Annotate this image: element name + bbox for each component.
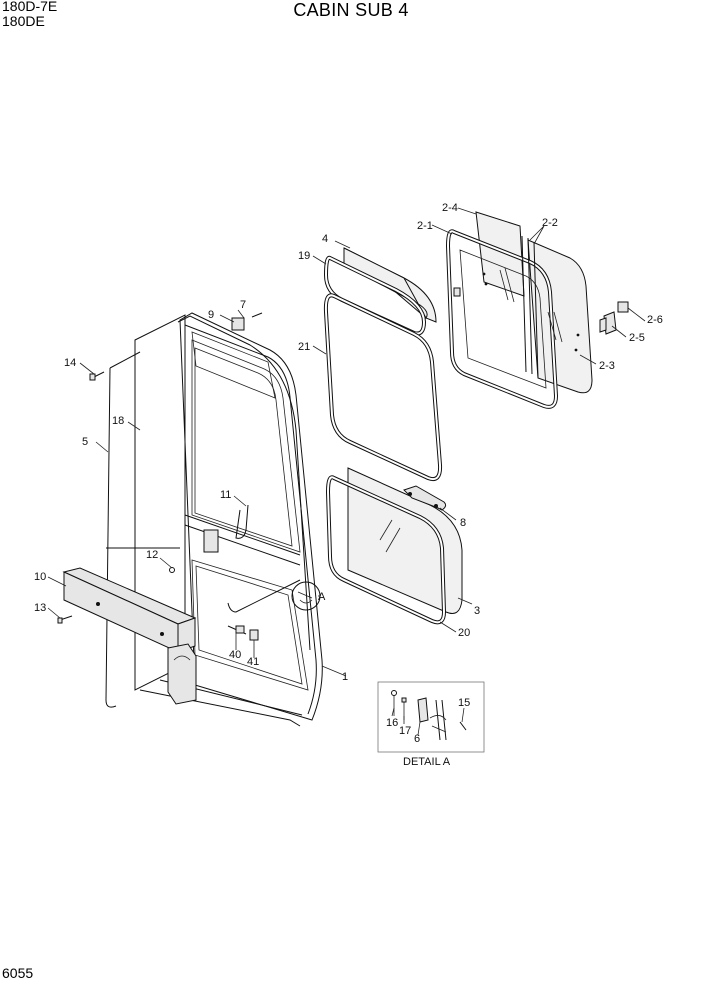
door-handle-panel (62, 567, 197, 653)
sliding-frame-2-1 (445, 229, 559, 409)
callout-16: 16 (386, 717, 398, 729)
callout-2-4: 2-4 (442, 202, 458, 214)
callout-15: 15 (458, 697, 470, 709)
door-frame (105, 312, 323, 727)
leader-lines (47, 207, 646, 736)
detail-a-marker: A (318, 591, 326, 603)
callout-1: 1 (342, 671, 348, 683)
callout-9: 9 (208, 309, 214, 321)
callout-2-5: 2-5 (629, 332, 645, 344)
callout-2-3: 2-3 (599, 360, 615, 372)
inner-handle-rod (235, 504, 249, 539)
window-latch-2-5 (599, 311, 617, 335)
callout-10: 10 (34, 571, 46, 583)
callout-12: 12 (146, 549, 158, 561)
frame-seal-21 (323, 293, 443, 482)
callout-40: 40 (229, 649, 241, 661)
callout-2-2: 2-2 (542, 217, 558, 229)
callout-41: 41 (247, 656, 259, 668)
callout-8: 8 (460, 517, 466, 529)
grip-handle-8 (403, 485, 447, 511)
callout-13: 13 (34, 602, 46, 614)
callout-20: 20 (458, 627, 470, 639)
detail-a-box (377, 681, 485, 753)
model-code-primary: 180D-7E (2, 0, 58, 14)
callout-4: 4 (322, 233, 328, 245)
detail-a-caption: DETAIL A (403, 756, 451, 768)
callout-7: 7 (240, 299, 246, 311)
latch-parts (227, 625, 259, 641)
sliding-glass-2-4 (475, 211, 525, 297)
lower-seal-20 (325, 475, 447, 625)
callout-2-6: 2-6 (647, 314, 663, 326)
door-pull-pocket (167, 643, 197, 705)
page-number: 6055 (2, 965, 34, 981)
callout-6: 6 (414, 733, 420, 745)
model-code-secondary: 180DE (2, 13, 45, 29)
page-title: CABIN SUB 4 (293, 0, 409, 20)
callout-19: 19 (298, 250, 310, 262)
callout-18: 18 (112, 415, 124, 427)
window-catch-2-6 (617, 301, 629, 313)
callout-3: 3 (474, 605, 480, 617)
callout-17: 17 (399, 725, 411, 737)
center-rail-2-2 (499, 235, 563, 379)
callout-21: 21 (298, 341, 310, 353)
callout-5: 5 (82, 436, 88, 448)
callout-14: 14 (64, 357, 76, 369)
callout-11: 11 (220, 489, 231, 501)
callout-2-1: 2-1 (417, 220, 433, 232)
